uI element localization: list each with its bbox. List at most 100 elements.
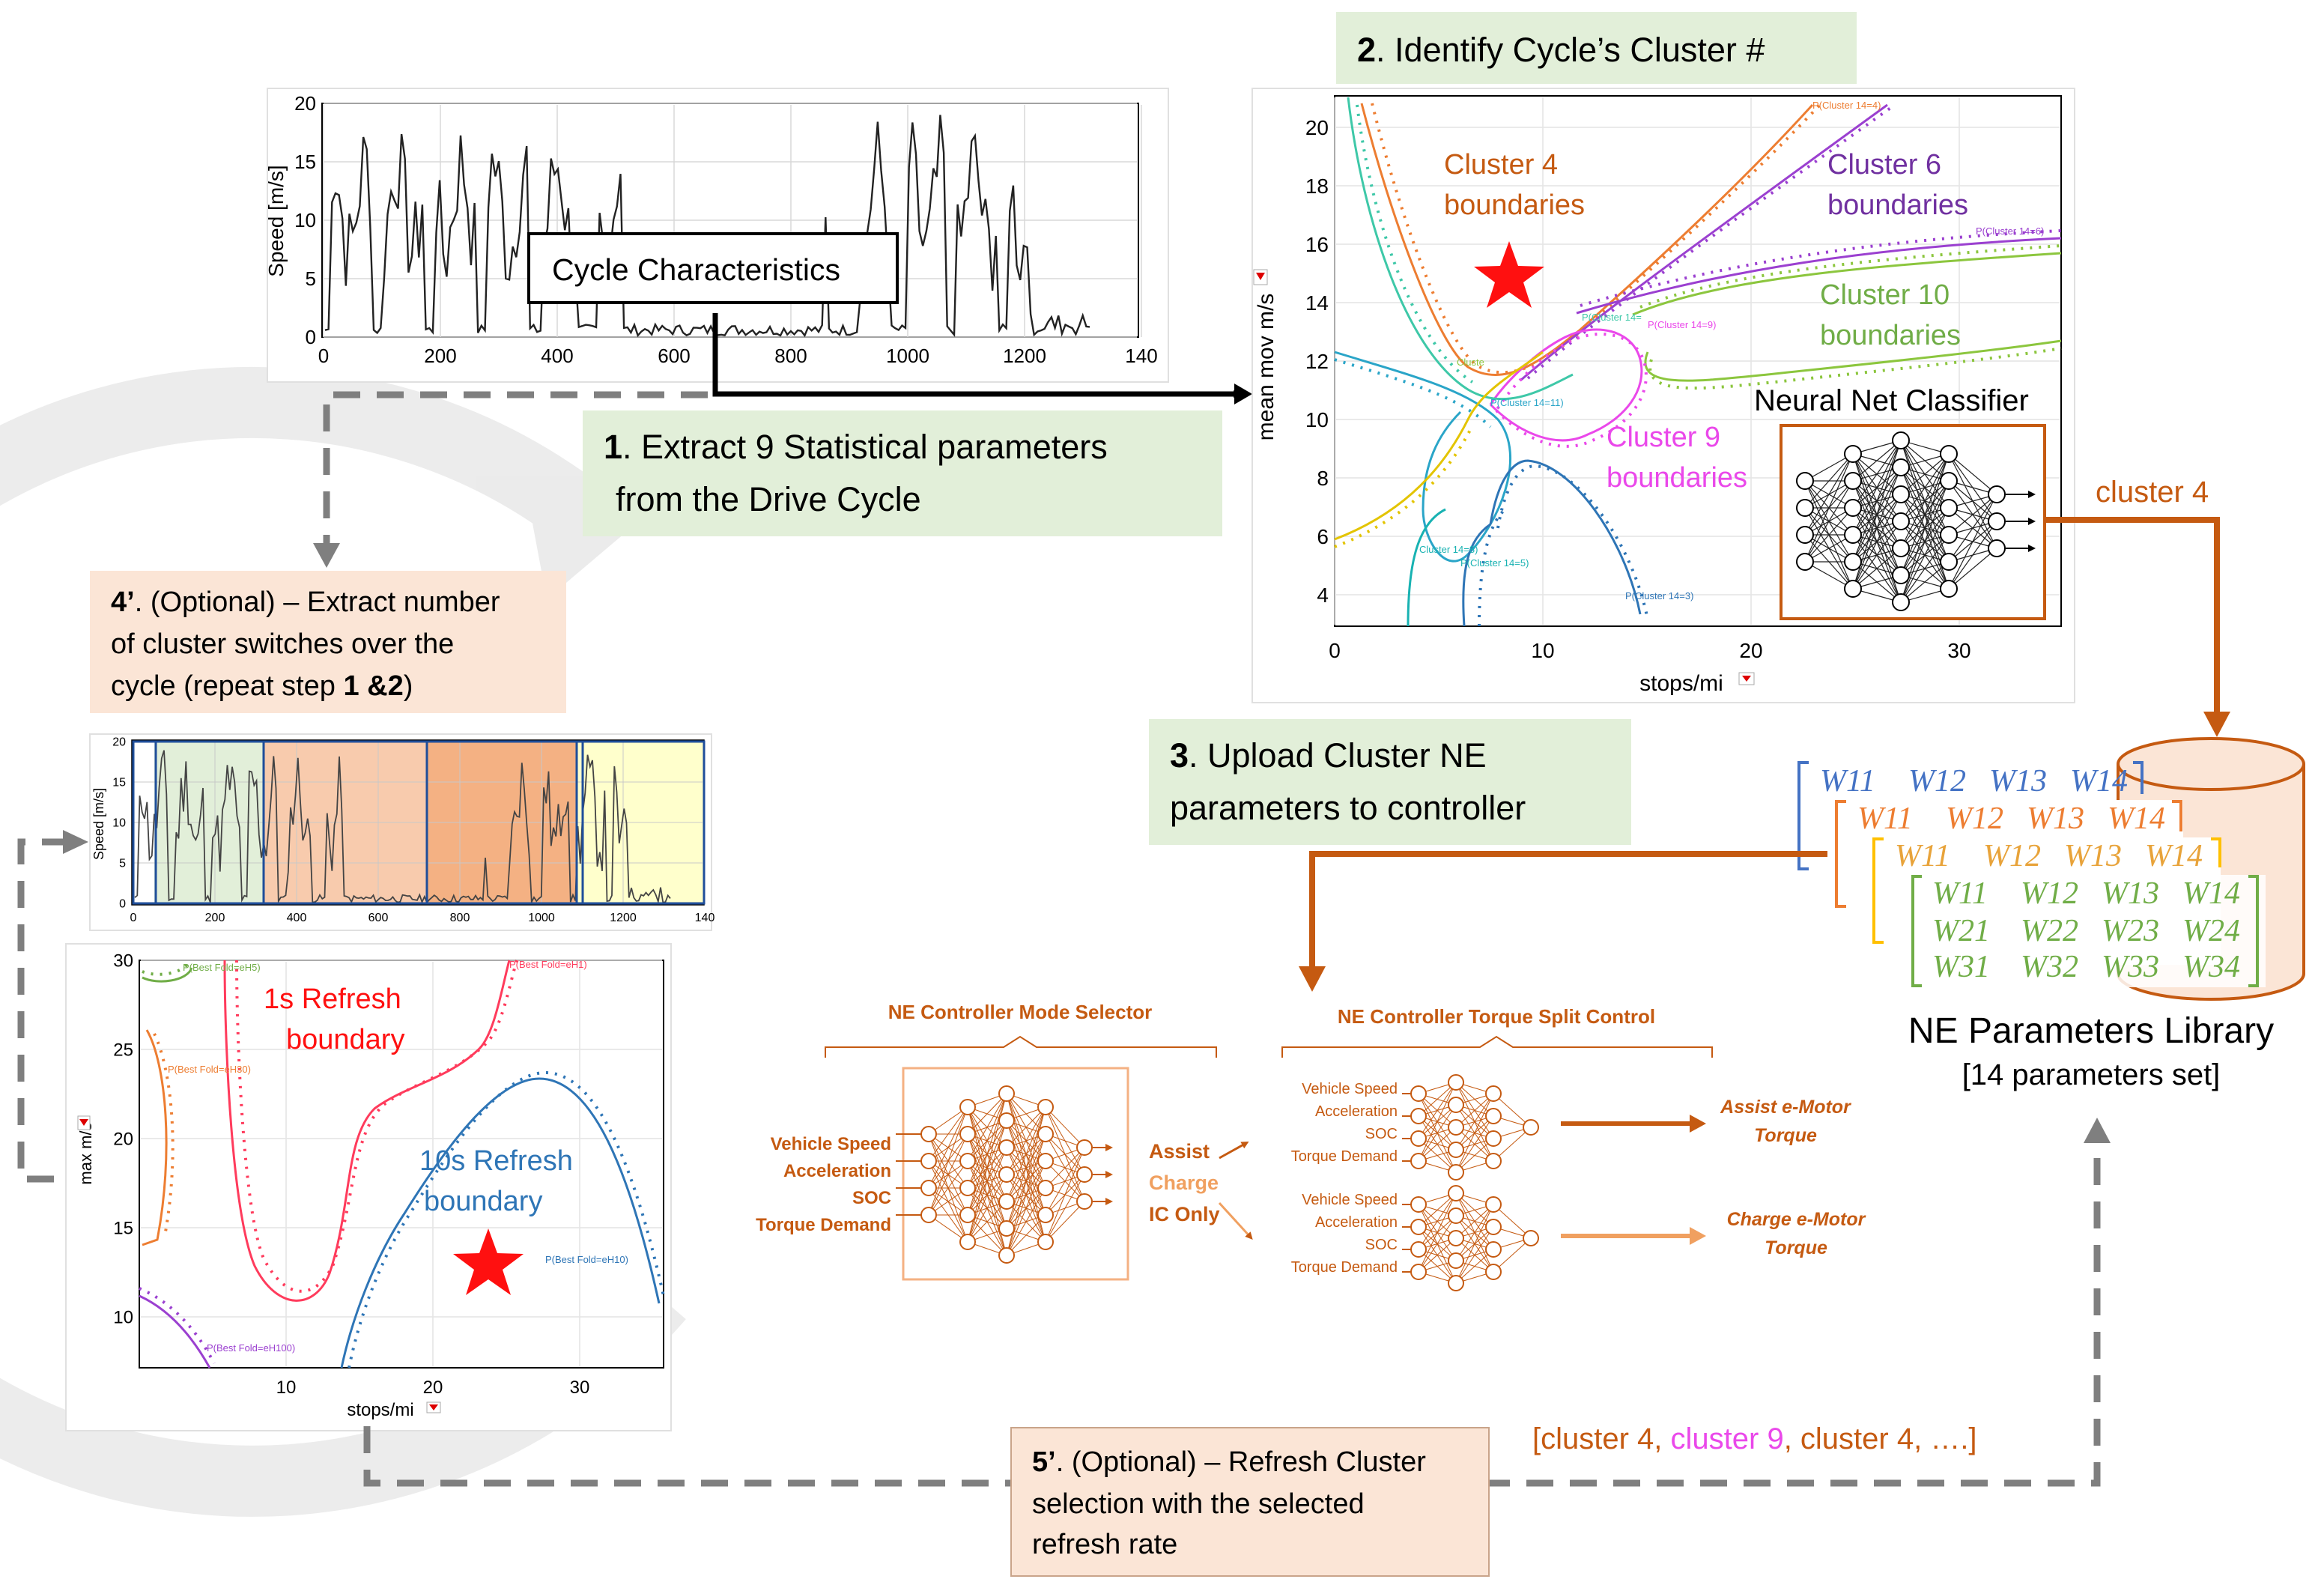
y-tick-label: 16 <box>1305 233 1329 256</box>
sequence-open: [cluster 4, <box>1532 1422 1671 1455</box>
charge-input-soc: SOC <box>1365 1237 1398 1253</box>
refresh-10s-label-1: 10s Refresh <box>419 1145 573 1177</box>
y-tick-label: 15 <box>113 1218 133 1238</box>
network-link <box>1455 1093 1494 1128</box>
network-node <box>998 1112 1015 1129</box>
assist-network-icon <box>1402 1074 1539 1181</box>
network-link <box>1418 1237 1457 1273</box>
network-link <box>1418 1192 1457 1250</box>
curve-label-c5: P(Cluster 14=5) <box>1460 557 1529 569</box>
assist-input-vehicle-speed: Vehicle Speed <box>1302 1081 1398 1097</box>
network-node <box>1892 512 1910 530</box>
network-node <box>1410 1196 1427 1213</box>
network-node <box>1037 1126 1054 1142</box>
svg-text:W14: W14 <box>2070 764 2128 798</box>
network-link <box>967 1201 1007 1243</box>
step-5-number: 5’ <box>1032 1446 1056 1478</box>
mode-input-torque-demand: Torque Demand <box>756 1215 891 1235</box>
mode-input-vehicle-speed: Vehicle Speed <box>771 1134 891 1154</box>
m4-w31: W31 <box>1932 950 1990 984</box>
curve-label-c14: P(Cluster 14= <box>1582 312 1642 323</box>
network-node <box>920 1153 937 1169</box>
step-1-line-1: . Extract 9 Statistical parameters <box>622 428 1108 466</box>
y-tick-label: 4 <box>1317 584 1329 607</box>
network-node <box>920 1126 937 1142</box>
y-tick-label: 10 <box>294 209 316 231</box>
step-2-text: . Identify Cycle’s Cluster # <box>1376 31 1765 69</box>
network-node <box>1448 1207 1464 1224</box>
network-link <box>1455 1204 1494 1239</box>
x-tick-label: 600 <box>658 345 690 367</box>
mode-charge: Charge <box>1149 1172 1219 1194</box>
network-node <box>1485 1130 1502 1147</box>
svg-text:W23: W23 <box>2102 914 2159 948</box>
network-link <box>1045 1201 1085 1243</box>
x-tick-label: 140 <box>1125 345 1157 367</box>
network-node <box>1844 553 1862 571</box>
m4-w34: W34 <box>2182 950 2240 984</box>
m2-w11: W11 <box>1857 801 1913 836</box>
network-link <box>1006 1106 1046 1148</box>
network-link <box>1948 494 1997 563</box>
m4-w24: W24 <box>2182 914 2240 948</box>
network-link <box>967 1093 1007 1162</box>
cluster-4-label-1: Cluster 4 <box>1444 149 1558 181</box>
assist-output-2: Torque <box>1754 1125 1817 1146</box>
cycle-characteristics-label: Cycle Characteristics <box>552 252 840 287</box>
y-tick-label: 20 <box>1305 116 1329 139</box>
network-link <box>1948 494 1997 590</box>
x-tick-label: 20 <box>1739 639 1762 662</box>
network-link <box>1045 1147 1085 1243</box>
network-node <box>1844 499 1862 517</box>
m4-w33: W33 <box>2102 950 2159 984</box>
network-link <box>1418 1082 1457 1139</box>
network-node <box>959 1099 976 1115</box>
network-node <box>1796 526 1814 544</box>
network-link <box>1418 1082 1457 1117</box>
network-node <box>1940 445 1958 463</box>
y-tick-label: 20 <box>112 736 126 749</box>
network-node <box>1485 1241 1502 1258</box>
x-tick-label: 1200 <box>610 912 637 924</box>
svg-text:W34: W34 <box>2182 950 2240 984</box>
network-node <box>1892 458 1910 476</box>
network-link <box>1493 1204 1532 1239</box>
network-link <box>1852 440 1902 536</box>
m1-w13: W13 <box>1989 764 2047 798</box>
refresh-curve-label-eh1: P(Best Fold=eH1) <box>509 959 587 970</box>
network-node <box>1485 1108 1502 1124</box>
cluster-sequence: [cluster 4, cluster 9, cluster 4, ….] <box>1532 1422 1977 1455</box>
x-tick-label: 800 <box>774 345 807 367</box>
network-link <box>1948 548 1997 590</box>
arrow-to-cluster-chart <box>712 313 1241 398</box>
m2-w13: W13 <box>2027 801 2084 836</box>
network-link <box>1948 453 1997 495</box>
m4-w12: W12 <box>2021 876 2078 911</box>
library-title: NE Parameters Library <box>1908 1011 2274 1051</box>
network-link <box>967 1174 1007 1243</box>
y-tick-label: 25 <box>113 1040 133 1060</box>
svg-text:W31: W31 <box>1932 950 1990 984</box>
network-node <box>1448 1119 1464 1136</box>
network-node <box>1448 1230 1464 1246</box>
x-tick-label: 0 <box>130 912 137 924</box>
step-5-line-1: . (Optional) – Refresh Cluster <box>1056 1446 1427 1478</box>
network-link <box>1418 1215 1457 1273</box>
network-link <box>1900 453 1950 495</box>
x-tick-label: 200 <box>424 345 456 367</box>
mode-ic-only: IC Only <box>1149 1203 1220 1225</box>
cluster-9-label-1: Cluster 9 <box>1607 422 1720 453</box>
network-link <box>1006 1187 1046 1256</box>
y-tick-label: 10 <box>113 1307 133 1327</box>
refresh-curve-label-eh5: P(Best Fold=eH5) <box>183 962 261 973</box>
network-link <box>1900 534 1950 603</box>
network-node <box>1940 472 1958 490</box>
svg-text:cycle (repeat step 1 &2): cycle (repeat step 1 &2) <box>111 670 413 702</box>
network-link <box>1948 494 1997 536</box>
network-node <box>959 1207 976 1223</box>
network-node <box>998 1247 1015 1264</box>
network-link <box>1852 521 1902 590</box>
network-link <box>1948 521 1997 590</box>
network-link <box>1455 1093 1494 1151</box>
